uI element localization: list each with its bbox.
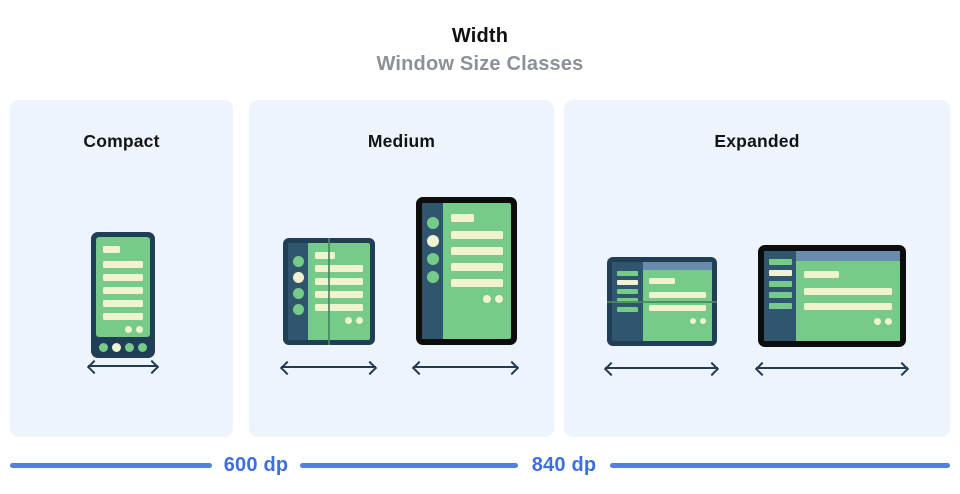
sidebar-item-bar	[617, 307, 638, 312]
tablet-main-pane	[796, 251, 900, 341]
content-dots	[315, 317, 363, 324]
text-line-placeholder	[315, 278, 363, 285]
width-arrow	[605, 367, 718, 369]
rail-dot-icon	[426, 235, 439, 247]
width-arrow	[413, 366, 518, 368]
rail-dot-icon	[292, 304, 304, 315]
rail-dot-icon	[426, 271, 439, 283]
fold-crease-line	[607, 300, 717, 303]
nav-rail	[288, 243, 308, 340]
text-line-placeholder	[649, 305, 706, 311]
text-line-placeholder	[315, 252, 336, 259]
breakpoint-600dp-label: 600 dp	[223, 454, 289, 476]
rail-dot-icon	[426, 253, 439, 265]
diagram-subtitle: Window Size Classes	[376, 53, 584, 75]
width-arrow	[281, 366, 376, 368]
sidebar-item-bar	[768, 303, 792, 309]
foldable-portrait-illustration	[283, 238, 375, 345]
nav-dot-icon	[99, 343, 108, 352]
breakpoint-ruler: 600 dp 840 dp	[0, 452, 960, 478]
sidebar-item-bar	[617, 271, 638, 276]
rail-dot-icon	[426, 217, 439, 229]
dot-icon	[885, 318, 892, 325]
content-area	[643, 270, 712, 341]
ruler-line-segment	[300, 463, 518, 468]
dot-icon	[483, 295, 491, 303]
phone-navbar	[96, 337, 150, 358]
text-line-placeholder	[315, 265, 363, 272]
dot-icon	[495, 295, 503, 303]
sidebar-item-bar	[768, 270, 792, 276]
sidebar-item-bar	[768, 281, 792, 287]
dot-icon	[125, 326, 132, 333]
app-topbar	[643, 262, 712, 270]
fold-crease-line	[328, 238, 330, 345]
text-line-placeholder	[103, 274, 143, 281]
panel-expanded: Expanded	[564, 100, 950, 437]
sidebar-item-bar	[617, 289, 638, 294]
text-line-placeholder	[451, 231, 503, 239]
nav-rail	[422, 203, 443, 339]
rail-dot-icon	[292, 256, 304, 267]
tablet-portrait-illustration	[416, 197, 517, 345]
dot-icon	[356, 317, 363, 324]
rail-dot-icon	[292, 288, 304, 299]
panel-medium-label: Medium	[367, 131, 436, 151]
foldable-main-pane	[643, 262, 712, 341]
dot-icon	[690, 318, 696, 324]
text-line-placeholder	[804, 288, 892, 295]
content-dots	[103, 326, 143, 333]
text-line-placeholder	[804, 271, 840, 278]
text-line-placeholder	[451, 279, 503, 287]
text-line-placeholder	[103, 261, 143, 268]
foldable-landscape-illustration	[607, 257, 717, 346]
breakpoint-840dp-label: 840 dp	[531, 454, 597, 476]
dot-icon	[874, 318, 881, 325]
app-topbar	[796, 251, 900, 261]
nav-dot-icon	[112, 343, 121, 352]
panel-expanded-label: Expanded	[714, 131, 800, 151]
dot-icon	[345, 317, 352, 324]
nav-dot-icon	[125, 343, 134, 352]
ruler-line-segment	[610, 463, 950, 468]
diagram-title: Width	[451, 25, 509, 47]
text-line-placeholder	[804, 303, 892, 310]
text-line-placeholder	[103, 287, 143, 294]
text-line-placeholder	[451, 214, 475, 222]
sidebar-item-bar	[617, 280, 638, 285]
tablet-screen	[443, 203, 511, 339]
content-dots	[804, 318, 892, 325]
dot-icon	[136, 326, 143, 333]
text-line-placeholder	[649, 278, 675, 284]
text-line-placeholder	[649, 292, 706, 298]
text-line-placeholder	[103, 246, 120, 253]
sidebar-item-bar	[768, 259, 792, 265]
tablet-landscape-illustration	[758, 245, 906, 347]
content-dots	[649, 318, 706, 324]
text-line-placeholder	[103, 313, 143, 320]
dot-icon	[700, 318, 706, 324]
width-arrow	[88, 365, 158, 367]
text-line-placeholder	[451, 247, 503, 255]
width-arrow	[756, 367, 908, 369]
foldable-screen	[308, 243, 370, 340]
panel-compact-label: Compact	[83, 131, 160, 151]
text-line-placeholder	[451, 263, 503, 271]
text-line-placeholder	[315, 304, 363, 311]
text-line-placeholder	[103, 300, 143, 307]
rail-dot-icon	[292, 272, 304, 283]
nav-sidebar	[764, 251, 796, 341]
text-line-placeholder	[315, 291, 363, 298]
content-dots	[451, 295, 503, 303]
panel-compact: Compact	[10, 100, 233, 437]
sidebar-item-bar	[768, 292, 792, 298]
panel-medium: Medium	[249, 100, 554, 437]
ruler-line-segment	[10, 463, 212, 468]
content-area	[796, 261, 900, 341]
phone-portrait-illustration	[91, 232, 155, 358]
nav-dot-icon	[138, 343, 147, 352]
phone-screen	[96, 237, 150, 337]
